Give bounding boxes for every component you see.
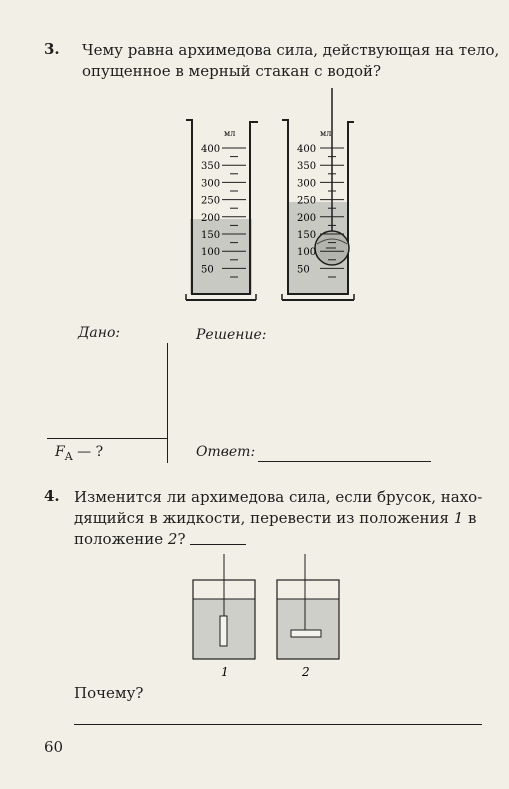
given-divider-horizontal — [47, 438, 167, 439]
cylinder-right-tick-label: 50 — [297, 264, 310, 275]
vessel-1-label: 1 — [221, 665, 229, 679]
question-4-answer-blank[interactable] — [190, 544, 246, 545]
cylinder-right-tick-label: 400 — [297, 144, 316, 155]
vessels-figure: 1 2 — [192, 554, 340, 679]
cylinder-left-tick-label: 100 — [201, 247, 220, 258]
why-answer-line[interactable] — [74, 724, 482, 725]
question-4-line-1: Изменится ли архимедова сила, если брусо… — [74, 488, 483, 506]
cylinder-left-tick-label: 50 — [201, 264, 214, 275]
cylinder-left-tick-label: 300 — [201, 178, 220, 189]
vessel-1 — [192, 554, 256, 660]
cylinder-left-tick-label: 200 — [201, 213, 220, 224]
cylinder-right-unit: мл — [320, 129, 331, 138]
cylinder-right-tick-label: 100 — [297, 247, 316, 258]
cylinder-left-water — [190, 219, 252, 294]
measuring-cylinders-figure: мл мл 400 350 300 250 200 150 100 50 400 350 300 2… — [185, 88, 355, 301]
answer-blank[interactable] — [258, 461, 431, 462]
question-3-line-1: Чему равна архимедова сила, действующая … — [82, 41, 500, 59]
question-3-number: 3. — [44, 40, 60, 58]
cylinder-right-tick-label: 300 — [297, 178, 316, 189]
question-3-line-2: опущенное в мерный стакан с водой? — [82, 62, 382, 80]
question-4-number: 4. — [44, 487, 60, 505]
unknown-force-subscript: A — [64, 449, 73, 463]
why-question: Почему? — [74, 684, 144, 702]
block-vertical — [219, 615, 228, 647]
cylinder-right-tick-label: 150 — [297, 230, 316, 241]
cylinder-left-tick-label: 250 — [201, 196, 220, 207]
cylinder-left-tick-label: 350 — [201, 161, 220, 172]
cylinder-left-unit: мл — [224, 129, 235, 138]
question-4-line-3: положение 2? — [74, 530, 186, 548]
cylinder-right: мл — [281, 119, 355, 301]
answer-label: Ответ: — [196, 444, 256, 460]
vessel-2 — [276, 554, 340, 660]
cylinder-left: мл — [185, 119, 258, 301]
given-divider-vertical — [167, 343, 168, 463]
cylinder-right-tick-label: 250 — [297, 196, 316, 207]
unknown-force: FA — ? — [55, 444, 103, 463]
given-label: Дано: — [78, 325, 121, 341]
cylinder-left-tick-label: 150 — [201, 230, 220, 241]
block-horizontal — [290, 629, 322, 638]
solution-label: Решение: — [196, 327, 267, 343]
cylinder-right-tick-label: 350 — [297, 161, 316, 172]
cylinder-left-tick-label: 400 — [201, 144, 220, 155]
question-4-line-2: дящийся в жидкости, перевести из положен… — [74, 509, 477, 527]
page-number: 60 — [44, 738, 64, 756]
unknown-force-question: — ? — [77, 444, 104, 460]
vessel-2-label: 2 — [301, 665, 310, 679]
cylinder-right-tick-label: 200 — [297, 213, 316, 224]
unknown-force-symbol: F — [55, 444, 65, 460]
